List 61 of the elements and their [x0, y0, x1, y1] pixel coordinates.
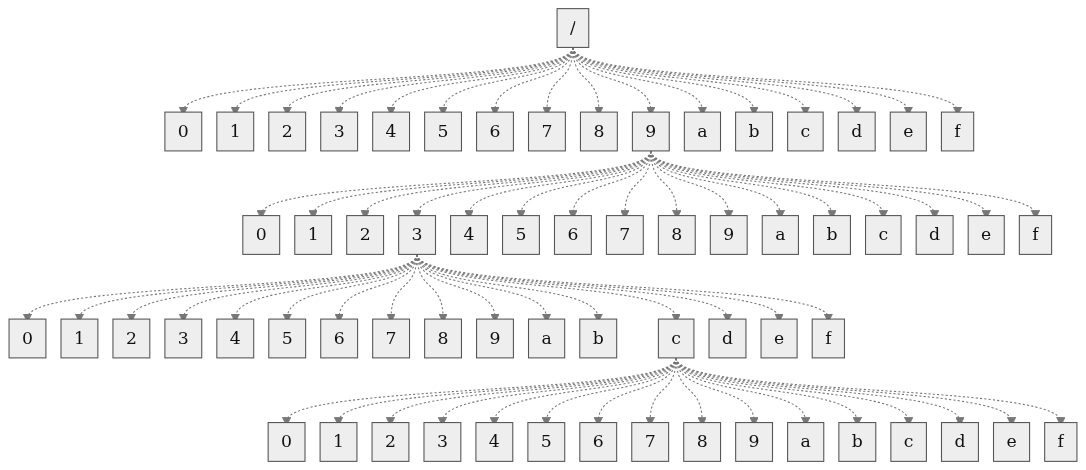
node-box: 0 — [267, 422, 306, 462]
node-box: 7 — [372, 318, 411, 359]
node-box: d — [708, 318, 747, 359]
node-box: 9 — [476, 318, 514, 359]
node-box: 5 — [268, 318, 307, 359]
node-box: 1 — [319, 422, 358, 462]
node-box: 8 — [579, 111, 618, 152]
node-box: 8 — [424, 318, 463, 359]
node-box: / — [556, 8, 590, 48]
node-box: 5 — [502, 215, 540, 255]
node-box: 9 — [735, 422, 774, 462]
node-box: e — [992, 422, 1031, 462]
node-box: 2 — [371, 422, 410, 462]
node-box: 0 — [164, 111, 203, 152]
node-box: 7 — [527, 111, 566, 152]
node-box: 4 — [450, 215, 488, 255]
node-box: 8 — [657, 215, 696, 255]
node-box: b — [579, 318, 618, 359]
node-box: 7 — [631, 422, 670, 462]
node-box: 6 — [476, 111, 514, 152]
node-box: e — [967, 215, 1005, 255]
node-box: 9 — [709, 215, 748, 255]
node-box: 5 — [424, 111, 463, 152]
node-box: c — [890, 422, 927, 462]
node-box: 9 — [631, 111, 670, 152]
node-box: 3 — [398, 215, 437, 255]
node-box: 0 — [8, 318, 47, 359]
node-box: a — [683, 111, 722, 152]
node-box: d — [915, 215, 954, 255]
node-box: d — [940, 422, 979, 462]
node-box: 7 — [605, 215, 644, 255]
node-box: a — [527, 318, 566, 359]
node-box: 1 — [216, 111, 255, 152]
node-box: 3 — [164, 318, 203, 359]
node-box: 0 — [242, 215, 281, 255]
node-box: c — [657, 318, 695, 359]
node-box: b — [735, 111, 774, 152]
node-box: e — [889, 111, 927, 152]
node-box: b — [838, 422, 877, 462]
node-box: e — [760, 318, 798, 359]
node-box: a — [787, 422, 825, 462]
node-box: 4 — [475, 422, 514, 462]
node-box: 4 — [216, 318, 255, 359]
node-box: c — [787, 111, 824, 152]
node-box: 5 — [527, 422, 566, 462]
node-box: 1 — [294, 215, 333, 255]
node-box: 3 — [423, 422, 462, 462]
node-box: 6 — [553, 215, 592, 255]
node-box: 2 — [346, 215, 385, 255]
node-box: a — [761, 215, 799, 255]
node-box: 2 — [112, 318, 151, 359]
node-box: c — [865, 215, 902, 255]
node-box: 3 — [320, 111, 359, 152]
node-box: 6 — [320, 318, 359, 359]
node-box: 6 — [579, 422, 618, 462]
node-box: 4 — [372, 111, 411, 152]
node-box: 8 — [683, 422, 722, 462]
node-box: d — [837, 111, 876, 152]
node-box: 1 — [60, 318, 99, 359]
node-box: 2 — [268, 111, 307, 152]
node-box: b — [813, 215, 851, 255]
